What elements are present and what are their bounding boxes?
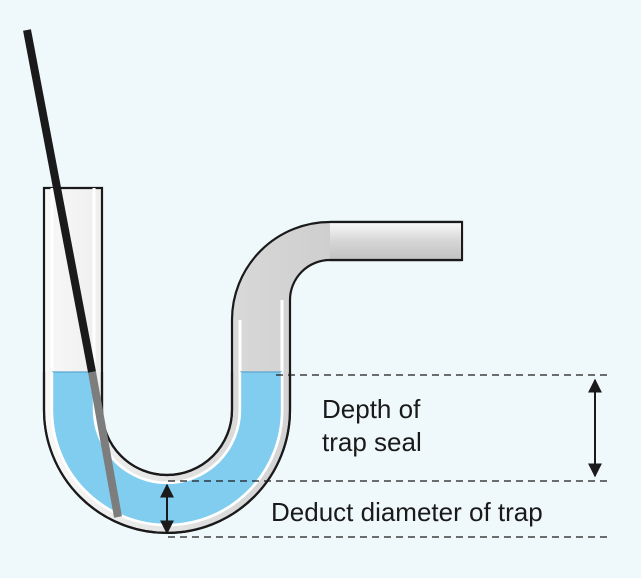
measuring-rod-submerged	[88, 371, 122, 518]
deduct-diameter-label: Deduct diameter of trap	[271, 497, 543, 527]
depth-label-line2: trap seal	[322, 427, 422, 457]
inner-wall-right	[92, 188, 242, 485]
depth-label-line1: Depth of	[322, 394, 421, 424]
measuring-rod	[23, 29, 96, 373]
outlet-arm	[330, 223, 461, 259]
